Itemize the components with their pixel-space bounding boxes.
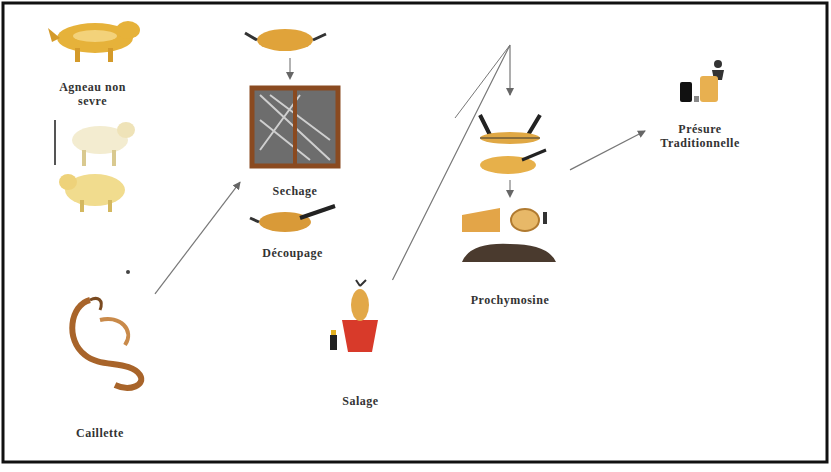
dot: [126, 270, 130, 274]
opened-stomach-illustration: [480, 115, 546, 198]
step-node: Sechage: [240, 22, 350, 198]
salting-illustration: [330, 280, 378, 352]
step-label: Sechage: [273, 184, 318, 198]
flow-arrow: [570, 131, 645, 170]
step-node: Découpage: [240, 202, 345, 260]
rennet-illustration: [680, 60, 724, 102]
cutting-illustration: [250, 206, 335, 232]
step-node: Salage: [318, 280, 403, 408]
step-label: Agneau non sevre: [53, 80, 133, 108]
drying-cage-illustration: [252, 88, 338, 166]
leader-line: [455, 45, 510, 118]
lamb-illustration: [48, 21, 140, 62]
step-node: Caillette: [45, 292, 155, 440]
step-label: Présure Traditionnelle: [653, 122, 748, 150]
frame: [3, 3, 827, 462]
lamb-pair-illustration: [55, 120, 135, 212]
dried-stomach-illustration: [245, 29, 326, 80]
step-label: Prochymosine: [471, 293, 549, 307]
step-label: Découpage: [262, 246, 323, 260]
step-label: Caillette: [76, 426, 124, 440]
product-illustration: [462, 208, 556, 262]
step-node: Agneau non sevre: [35, 8, 150, 108]
step-node: Prochymosine: [450, 95, 570, 307]
step-node: Présure Traditionnelle: [645, 55, 755, 150]
step-label: Salage: [342, 394, 378, 408]
flow-arrow: [155, 182, 240, 294]
flow-arrow: [393, 45, 511, 280]
stomach-illustration: [72, 298, 141, 387]
